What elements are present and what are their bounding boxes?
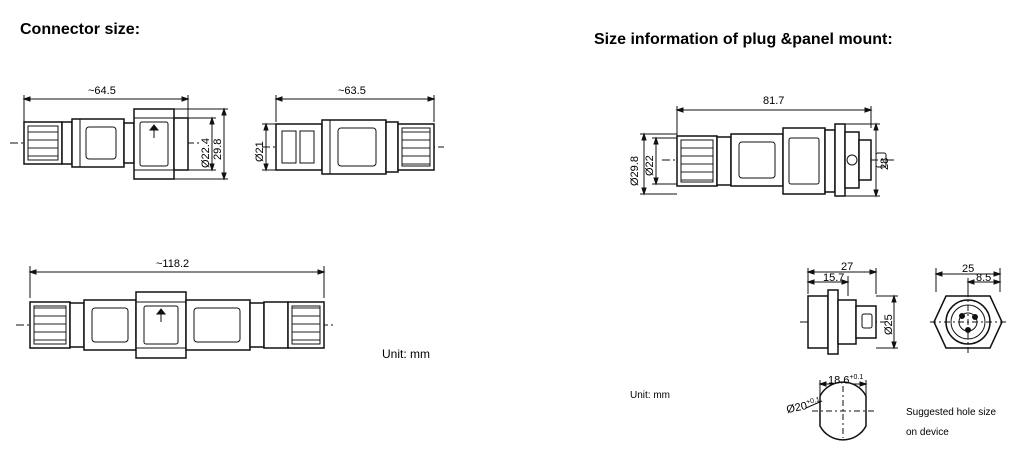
left-unit-label: Unit: mm — [382, 347, 430, 361]
panel-side-drawing — [800, 268, 898, 355]
socket-drawing — [262, 95, 444, 175]
dim-panel-depth: 15.7 — [823, 272, 845, 284]
dim-socket-d: Ø21 — [254, 141, 266, 162]
dim-plug-d2: 29.8 — [212, 138, 224, 160]
hole-drawing — [805, 380, 874, 441]
dim-panel-width: 27 — [841, 261, 854, 273]
dim-flange: 28 — [879, 157, 891, 170]
plug-panel-drawing — [640, 106, 896, 198]
dim-mated-length: ~118.2 — [156, 258, 190, 270]
dim-panel-d: Ø25 — [883, 314, 895, 335]
dim-hole-flat: 18.6+0.1 — [828, 374, 864, 387]
mated-drawing — [16, 266, 334, 359]
hole-note-line2: on device — [906, 427, 949, 438]
plug-drawing — [10, 95, 228, 181]
dim-socket-length: ~63.5 — [338, 85, 366, 97]
dim-front-offset: 8.5 — [976, 272, 992, 284]
right-unit-label: Unit: mm — [630, 390, 670, 401]
dim-plug-length: ~64.5 — [88, 85, 116, 97]
dim-inner-d: Ø22 — [644, 155, 656, 176]
dim-front-width: 25 — [962, 263, 975, 275]
plug-panel-mount-title: Size information of plug &panel mount: — [594, 31, 893, 48]
hole-note-line1: Suggested hole size — [906, 407, 997, 418]
connector-size-title: Connector size: — [20, 21, 141, 38]
panel-front-drawing — [930, 268, 1006, 353]
dim-plug-d1: Ø22.4 — [200, 138, 212, 168]
dim-outer-d: Ø29.8 — [629, 156, 641, 186]
dim-assembly-length: 81.7 — [763, 95, 785, 107]
